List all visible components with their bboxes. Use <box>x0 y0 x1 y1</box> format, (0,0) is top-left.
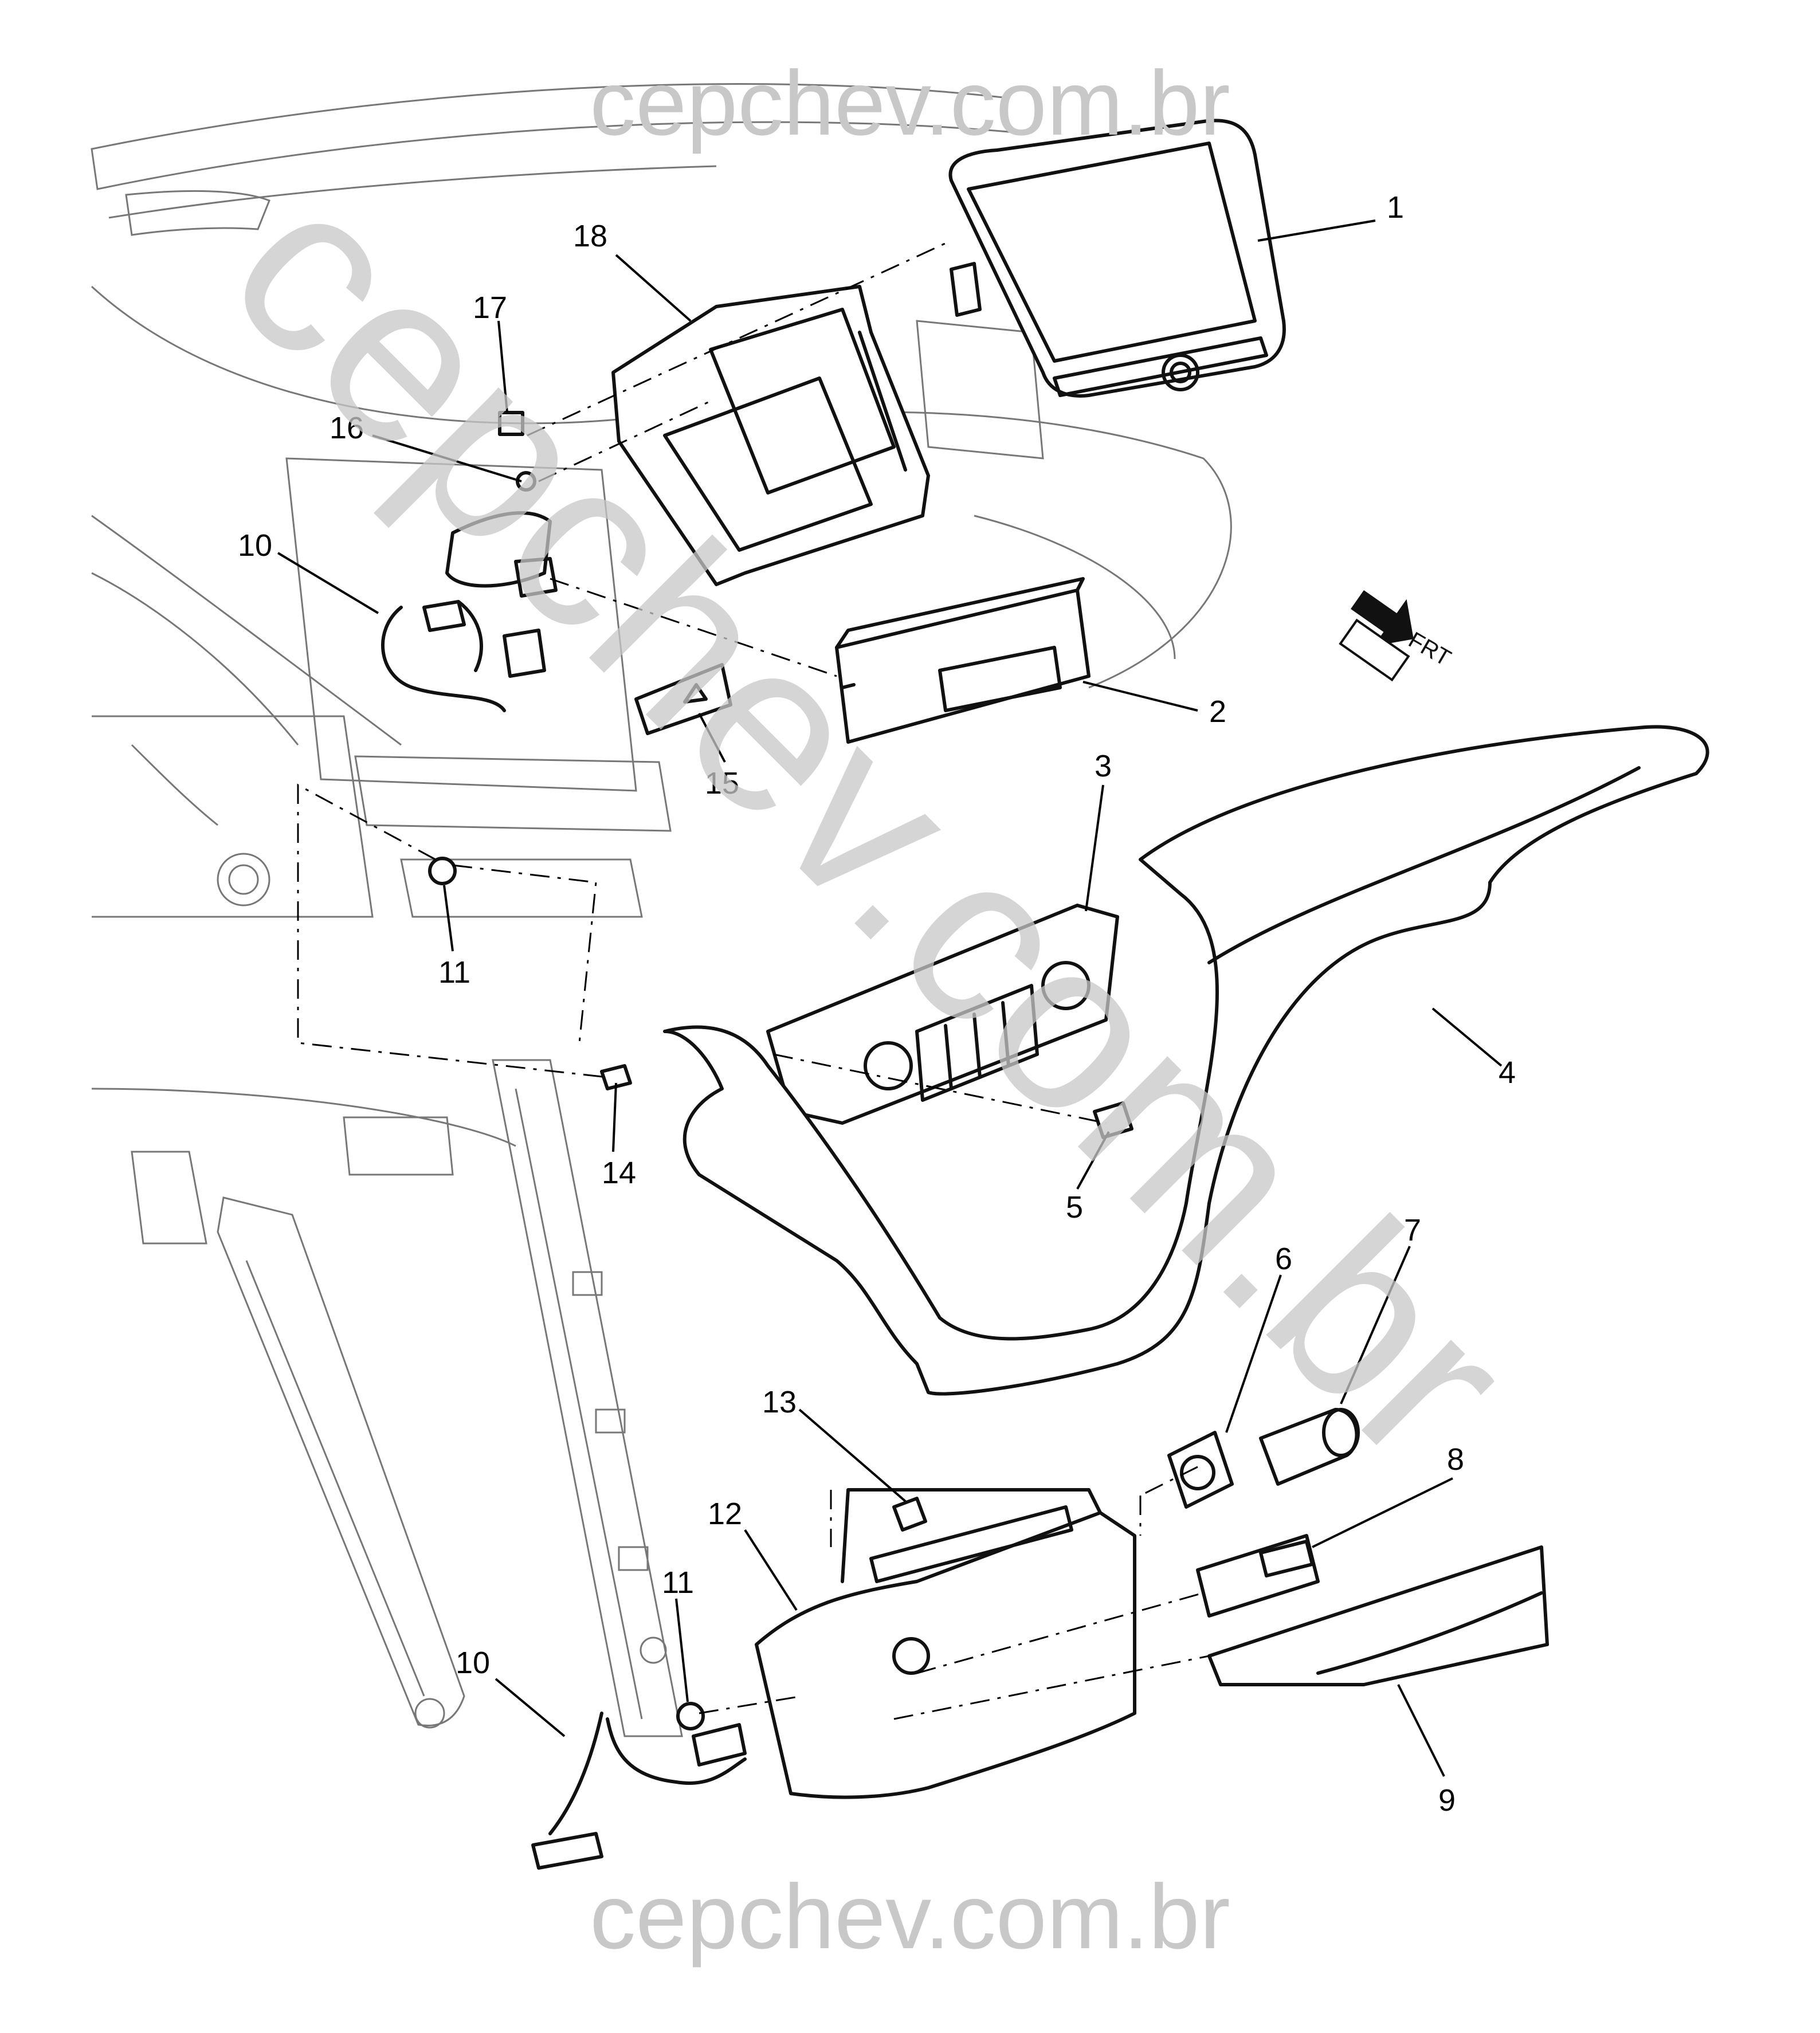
callout-9: 9 <box>1438 1783 1456 1818</box>
part-1-display-module <box>948 119 1286 398</box>
callout-5: 5 <box>1066 1190 1083 1224</box>
callout-17: 17 <box>473 291 507 325</box>
watermark-bottom: cepchev.com.br <box>590 1865 1230 1968</box>
part-10-wiring-harness-upper <box>381 511 558 712</box>
part-6-power-outlet-housing <box>1167 1431 1234 1509</box>
part-15-hazard-switch <box>634 663 732 735</box>
callout-3: 3 <box>1095 749 1112 783</box>
part-12-console-bracket <box>755 1488 1136 1799</box>
part-5-bolt <box>1093 1101 1133 1139</box>
watermark-top: cepchev.com.br <box>590 52 1230 154</box>
part-4-instrument-panel-bezel <box>663 725 1709 1396</box>
callout-2: 2 <box>1209 694 1226 729</box>
callout-12: 12 <box>708 1497 742 1531</box>
callout-10-lower: 10 <box>456 1646 490 1680</box>
callout-8: 8 <box>1447 1442 1464 1477</box>
part-2-radio-receiver-module <box>835 577 1091 744</box>
part-17-clip <box>498 411 524 436</box>
part-11-nut-lower <box>676 1702 705 1730</box>
part-11-nut-upper <box>428 857 457 885</box>
callout-6: 6 <box>1275 1242 1292 1276</box>
callout-15: 15 <box>705 766 739 800</box>
part-7-power-outlet-cap <box>1259 1408 1360 1486</box>
callout-7: 7 <box>1404 1213 1421 1247</box>
callout-11-lower: 11 <box>662 1565 694 1600</box>
callout-11-upper: 11 <box>438 955 470 990</box>
assembly-dash-lines <box>297 240 1210 1720</box>
callout-1: 1 <box>1387 190 1404 225</box>
callout-10-upper: 10 <box>238 528 272 563</box>
front-arrow-icon <box>1339 590 1414 682</box>
callout-numbers: 1 18 17 16 10 2 15 3 11 4 14 5 6 7 13 12… <box>238 190 1516 1818</box>
callout-14: 14 <box>602 1156 636 1190</box>
part-18-radio-bracket <box>611 285 930 586</box>
callout-16: 16 <box>330 411 364 445</box>
part-16-screw <box>516 471 536 492</box>
part-13-bolt <box>892 1497 927 1532</box>
part-9-console-trim <box>1207 1545 1549 1686</box>
callout-leader-lines <box>277 219 1503 1777</box>
part-10-wiring-harness-lower <box>531 1712 747 1870</box>
callout-4: 4 <box>1499 1055 1516 1090</box>
callout-13: 13 <box>762 1385 797 1419</box>
dashboard-background-structure <box>91 83 1232 1737</box>
part-14-retainer <box>600 1064 632 1090</box>
callout-18: 18 <box>573 219 607 253</box>
part-8-usb-port <box>1196 1534 1320 1618</box>
